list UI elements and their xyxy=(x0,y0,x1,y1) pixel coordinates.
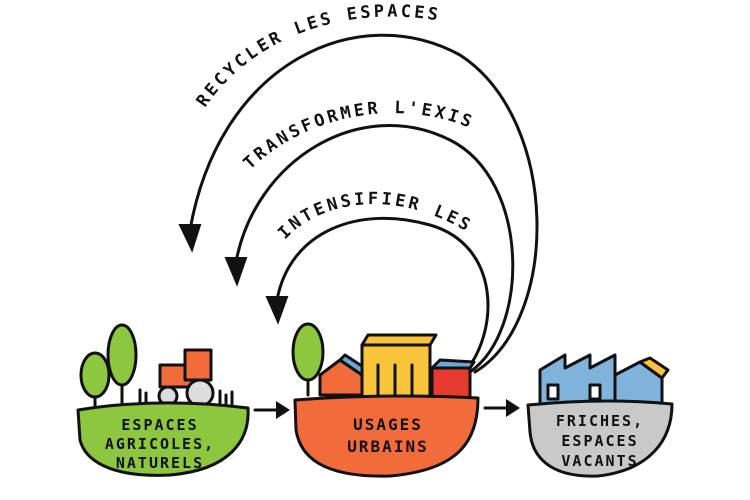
arrowhead-icon xyxy=(506,399,520,417)
flow-arrow-1 xyxy=(253,401,290,419)
island-agricole-ground xyxy=(76,401,250,477)
tree-icon xyxy=(79,351,111,412)
island-agricole-label-2: AGRICOLES, xyxy=(105,435,215,453)
island-friches: FRICHES, ESPACES VACANTS xyxy=(526,353,674,478)
island-urbain: USAGES URBAINS xyxy=(291,322,480,478)
arrowhead-icon xyxy=(265,296,289,325)
island-urbain-label-1: USAGES xyxy=(353,415,423,434)
tree-icon xyxy=(106,323,138,410)
island-friches-ground xyxy=(526,399,674,478)
arc-label-transformer: TRANSFORMER L'EXISTANT xyxy=(0,0,477,174)
arc-label-recycler: RECYCLER LES ESPACES xyxy=(193,2,443,111)
arc-intensifier-arrow xyxy=(265,216,490,374)
arrowhead-icon xyxy=(178,224,202,253)
island-agricole: ESPACES AGRICOLES, NATURELS xyxy=(76,323,250,477)
tractor-icon xyxy=(157,348,215,408)
flow-arrow-2 xyxy=(483,399,520,417)
island-urbain-ground xyxy=(293,394,480,478)
island-friches-label-3: VACANTS xyxy=(561,452,638,470)
island-agricole-label-1: ESPACES xyxy=(121,416,198,434)
arc-transformer-arrow xyxy=(224,124,515,374)
tree-icon xyxy=(291,322,325,397)
arrowhead-icon xyxy=(224,257,248,287)
island-friches-label-2: ESPACES xyxy=(561,432,638,450)
factory-icon xyxy=(538,353,670,407)
arc-label-intensifier: INTENSIFIER LES USAGES xyxy=(0,0,488,244)
arrowhead-icon xyxy=(276,401,290,419)
island-agricole-label-3: NATURELS xyxy=(116,454,204,472)
island-urbain-label-2: URBAINS xyxy=(347,437,428,456)
arc-recycler-arrow xyxy=(178,33,539,374)
island-friches-label-1: FRICHES, xyxy=(556,412,644,430)
